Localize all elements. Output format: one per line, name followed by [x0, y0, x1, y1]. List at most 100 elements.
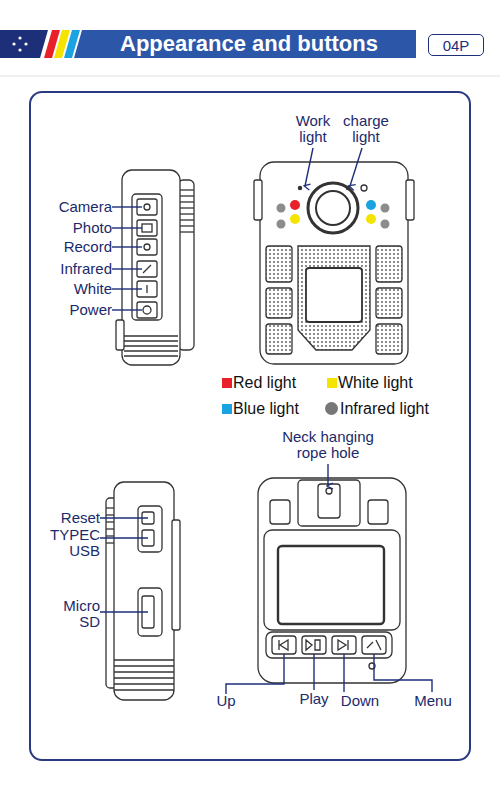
part-label: Up [206, 693, 246, 709]
front-view-part [376, 288, 402, 318]
part-label: Infrared [20, 261, 112, 277]
side-view-buttons-part [116, 320, 124, 350]
part-label: Camera [20, 199, 112, 215]
leader-lines-part [100, 517, 148, 518]
leader-lines-part [327, 464, 328, 486]
part-label: Photo [20, 220, 112, 236]
side-view-buttons-part [124, 335, 178, 336]
legend-swatch [327, 378, 337, 388]
back-view-part [306, 640, 320, 650]
side-view-buttons-part [180, 219, 194, 220]
legend-text: Red light [233, 374, 296, 392]
back-view-part [272, 636, 296, 654]
front-view-part [376, 246, 402, 282]
leader-lines-part [112, 309, 142, 310]
back-view-part [367, 640, 381, 650]
side-view-buttons-part [132, 194, 162, 320]
header-banner-part [0, 30, 48, 58]
page-number: 04P [443, 37, 470, 54]
part-label: Down [336, 693, 384, 709]
part-label: Play [290, 691, 338, 707]
part-label: Work light [290, 113, 336, 145]
side-view-buttons [116, 170, 194, 365]
side-view-ports-part [114, 677, 174, 678]
side-view-buttons-part [122, 170, 180, 365]
side-view-buttons-part [143, 306, 151, 314]
front-view-part [277, 220, 286, 229]
side-view-buttons-part [124, 340, 178, 341]
legend-swatch [325, 402, 338, 415]
leader-lines-part [374, 654, 432, 692]
leader-lines-part [112, 206, 142, 207]
side-view-buttons-part [124, 355, 178, 356]
header-banner-part [74, 30, 416, 58]
front-view-part [254, 180, 262, 220]
leader-lines-part [112, 246, 142, 247]
front-view-part [260, 162, 408, 364]
leader-lines-part [226, 654, 284, 694]
leader-lines-part [112, 288, 142, 289]
header-banner [0, 30, 500, 76]
back-view-part [362, 636, 386, 654]
side-view-buttons-part [180, 195, 194, 196]
side-view-buttons-part [146, 285, 147, 293]
side-view-ports-part [114, 482, 174, 700]
front-view-part [316, 191, 350, 225]
front-view-part [346, 186, 349, 189]
header-banner-part [18, 48, 21, 51]
back-view-part [270, 500, 290, 524]
leader-lines [100, 518, 148, 612]
leader-lines [305, 148, 362, 186]
front-view-part [266, 324, 292, 354]
legend-swatch [222, 404, 232, 414]
side-view-ports-part [114, 671, 174, 672]
part-label: Reset [20, 510, 100, 526]
front-view-part [406, 180, 414, 220]
back-view [258, 478, 406, 683]
back-view-part [279, 640, 288, 650]
front-view-part [298, 186, 301, 189]
front-view-part [366, 200, 376, 210]
legend-text: White light [338, 374, 413, 392]
leader-lines-part [343, 654, 344, 692]
front-view-part [266, 288, 292, 318]
legend-text: Blue light [233, 400, 299, 418]
side-view-buttons-part [180, 231, 194, 232]
back-view-part [278, 546, 384, 624]
leader-lines-part [350, 148, 362, 186]
part-label: Neck hanging rope hole [273, 429, 383, 461]
front-view-part [366, 214, 376, 224]
front-view-part [381, 220, 390, 229]
part-label: TYPEC USB [40, 527, 100, 559]
side-view-buttons-part [180, 213, 194, 214]
leader-lines-part [313, 654, 314, 690]
side-view-ports-part [114, 659, 174, 660]
side-view-ports-part [172, 520, 180, 630]
side-view-ports [106, 482, 180, 700]
side-view-ports-part [114, 689, 174, 690]
front-view-part [308, 183, 358, 233]
back-view-part [338, 640, 348, 650]
back-view-part [264, 530, 400, 630]
side-view-buttons-part [180, 201, 194, 202]
header-banner-part [0, 76, 500, 77]
side-view-ports-part [138, 506, 162, 552]
part-label: charge light [338, 113, 394, 145]
side-view-buttons-part [142, 224, 152, 232]
front-view-part [376, 324, 402, 354]
back-view-part [326, 488, 332, 494]
leader-lines [226, 464, 432, 694]
back-view-part [266, 632, 392, 658]
side-view-buttons-part [180, 225, 194, 226]
side-view-buttons-part [180, 189, 194, 190]
front-view-part [290, 214, 300, 224]
front-view-part [290, 200, 300, 210]
header-banner-part [18, 36, 21, 39]
front-view-part [361, 185, 367, 191]
page-title: Appearance and buttons [84, 30, 414, 58]
side-view-buttons-part [124, 345, 178, 346]
leader-lines-part [112, 268, 142, 269]
leader-lines-part [100, 611, 148, 612]
part-label: Power [20, 302, 112, 318]
